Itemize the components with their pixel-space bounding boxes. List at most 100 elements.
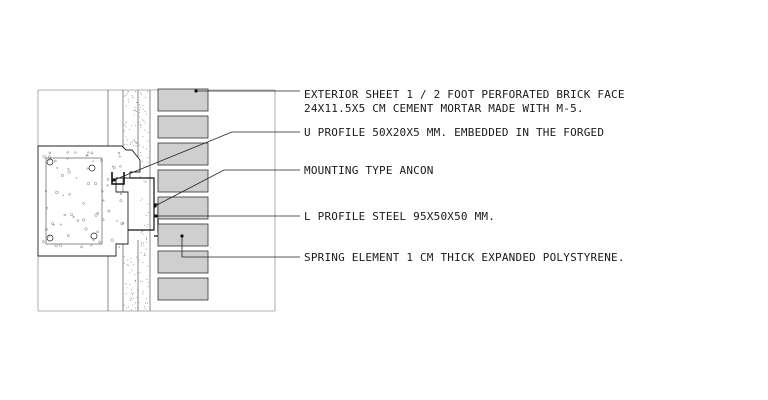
aggregate-dot	[92, 239, 95, 241]
insulation-dot	[131, 298, 132, 300]
annotation-ancon: MOUNTING TYPE ANCON	[304, 164, 434, 177]
aggregate-dot	[48, 155, 52, 159]
aggregate-dot	[85, 154, 88, 157]
insulation-dot	[145, 298, 147, 300]
insulation-dot	[135, 110, 137, 112]
insulation-dot	[143, 120, 145, 122]
insulation-dot	[130, 142, 132, 144]
insulation-dot	[143, 245, 145, 247]
insulation-dot	[139, 176, 141, 178]
insulation-dot	[134, 110, 136, 112]
brick	[157, 142, 209, 166]
aggregate-dot	[99, 159, 103, 162]
insulation-dot	[133, 110, 134, 112]
aggregate-dot	[44, 227, 48, 231]
aggregate-dot	[118, 155, 121, 158]
brick	[157, 277, 209, 301]
insulation-dot	[144, 111, 146, 113]
insulation-dot	[145, 248, 147, 250]
insulation-dot	[140, 232, 142, 234]
aggregate-dot	[122, 222, 125, 225]
aggregate-dot	[59, 243, 63, 247]
insulation-dot	[125, 293, 127, 295]
insulation-dot	[141, 93, 143, 95]
annotation-brick-face-line-2: 24X11.5X5 CM CEMENT MORTAR MADE WITH M-5…	[304, 102, 584, 115]
insulation-dot	[134, 281, 136, 283]
insulation-dot	[140, 199, 142, 201]
aggregate-dot	[51, 222, 54, 225]
insulation-dot	[130, 309, 132, 311]
insulation-dot	[131, 289, 133, 291]
insulation-dot	[144, 255, 146, 256]
insulation-dot	[142, 105, 144, 107]
brick	[157, 115, 209, 139]
insulation-dot	[123, 95, 125, 97]
insulation-dot	[125, 122, 127, 123]
insulation-dot	[146, 140, 148, 142]
insulation-dot	[137, 290, 139, 292]
u-profile-shape	[111, 172, 125, 185]
insulation-dot	[145, 302, 146, 304]
insulation-dot	[142, 108, 144, 110]
insulation-dot	[130, 258, 132, 260]
insulation-dot	[147, 131, 149, 133]
insulation-dot	[142, 261, 144, 263]
aggregate-dot	[74, 151, 77, 154]
insulation-dot	[141, 242, 143, 244]
aggregate-dot	[80, 245, 83, 249]
insulation-dot	[138, 104, 140, 106]
insulation-dot	[129, 143, 131, 145]
insulation-dot	[125, 283, 127, 285]
insulation-dot	[125, 95, 127, 97]
insulation-dot	[143, 225, 145, 226]
insulation-dot	[146, 226, 148, 228]
insulation-dot	[130, 261, 132, 263]
insulation-dot	[134, 107, 136, 108]
insulation-dot	[131, 294, 133, 296]
aggregate-dot	[101, 218, 105, 222]
insulation-dot	[138, 301, 140, 303]
concrete-slab	[37, 145, 141, 257]
insulation-dot	[136, 142, 138, 144]
aggregate-dot	[87, 182, 90, 186]
insulation-dot	[136, 272, 138, 274]
insulation-dot	[135, 142, 137, 144]
insulation-dot	[131, 96, 133, 98]
aggregate-dot	[86, 154, 89, 157]
aggregate-dot	[96, 211, 100, 215]
brick	[157, 196, 209, 220]
insulation-dot	[127, 264, 129, 266]
insulation-dot	[139, 144, 141, 146]
brick	[157, 169, 209, 193]
insulation-dot	[123, 262, 125, 264]
insulation-dot	[139, 112, 140, 114]
insulation-dot	[143, 146, 144, 148]
aggregate-dot	[92, 160, 94, 162]
aggregate-dot	[102, 199, 105, 202]
insulation-dot	[147, 212, 149, 213]
insulation-dot	[123, 256, 125, 258]
insulation-dot	[145, 237, 147, 239]
insulation-dot	[137, 95, 139, 97]
insulation-dot	[139, 92, 141, 94]
insulation-dot	[130, 300, 132, 301]
insulation-dot	[126, 139, 128, 141]
insulation-dot	[147, 286, 149, 288]
insulation-dot	[138, 259, 140, 261]
insulation-dot	[137, 288, 138, 290]
insulation-dot	[135, 124, 137, 126]
insulation-dot	[126, 143, 128, 145]
leader-lines	[113, 90, 300, 258]
insulation-dot	[142, 293, 144, 294]
insulation-dot	[134, 274, 136, 276]
insulation-dot	[131, 95, 133, 97]
insulation-dot	[129, 128, 131, 130]
aggregate-dot	[72, 216, 75, 219]
leader-dots	[112, 89, 198, 238]
insulation-dot	[137, 102, 138, 103]
insulation-dot	[127, 259, 129, 261]
insulation-dot	[133, 114, 135, 116]
aggregate-dot	[54, 159, 57, 163]
insulation-dot	[129, 272, 131, 274]
insulation-dot	[141, 243, 143, 245]
